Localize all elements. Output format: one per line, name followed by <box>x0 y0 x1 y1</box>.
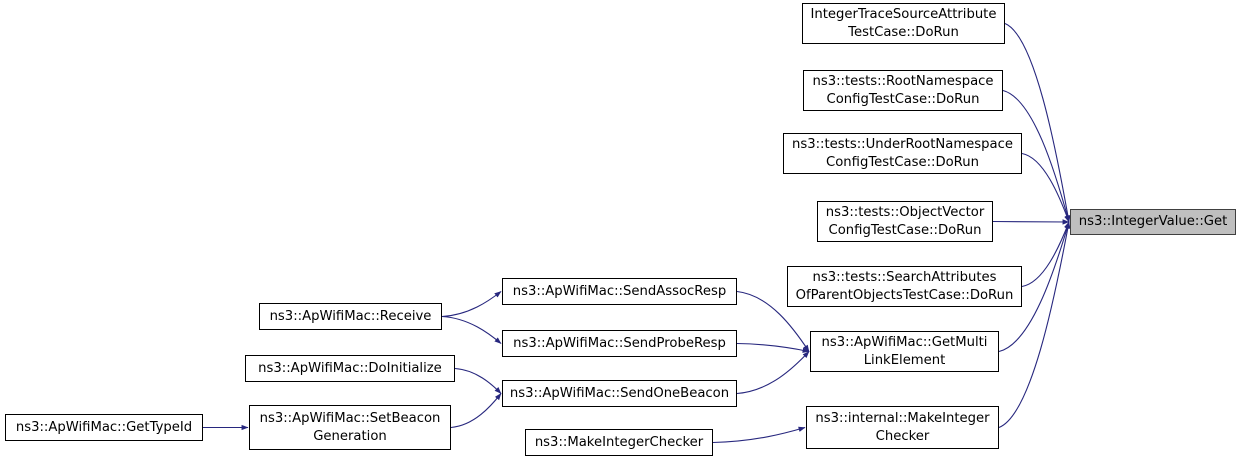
graph-edge-do_initialize-to-send_one_beacon <box>454 367 502 394</box>
graph-node-label: ns3::internal::MakeInteger Checker <box>815 411 990 444</box>
graph-node-object_vector_tc[interactable]: ns3::tests::ObjectVector ConfigTestCase:… <box>817 201 993 242</box>
graph-edge-set_beacon_gen-to-send_one_beacon <box>450 393 502 429</box>
graph-node-root_ns_testcase[interactable]: ns3::tests::RootNamespace ConfigTestCase… <box>803 70 1003 111</box>
graph-node-label: ns3::ApWifiMac::Receive <box>269 308 432 324</box>
graph-edge-search_attrs_tc-to-integer_value_get <box>1021 221 1070 288</box>
graph-node-under_root_testcase[interactable]: ns3::tests::UnderRootNamespace ConfigTes… <box>783 133 1022 174</box>
graph-node-its_attr_testcase[interactable]: IntegerTraceSourceAttribute TestCase::Do… <box>802 3 1005 44</box>
graph-edge-under_root_testcase-to-integer_value_get <box>1021 152 1070 223</box>
graph-edge-send_probe_resp-to-get_multi_link <box>736 342 810 353</box>
graph-edge-send_assoc_resp-to-get_multi_link <box>736 290 810 352</box>
graph-node-internal_mk_checker[interactable]: ns3::internal::MakeInteger Checker <box>806 406 999 449</box>
graph-node-search_attrs_tc[interactable]: ns3::tests::SearchAttributes OfParentObj… <box>787 266 1022 307</box>
graph-edge-make_integer_checker-to-internal_mk_checker <box>712 426 806 444</box>
graph-node-receive[interactable]: ns3::ApWifiMac::Receive <box>259 303 442 330</box>
graph-node-label: ns3::IntegerValue::Get <box>1078 214 1228 230</box>
graph-node-label: IntegerTraceSourceAttribute TestCase::Do… <box>810 7 997 40</box>
graph-node-label: ns3::ApWifiMac::SendOneBeacon <box>509 385 730 401</box>
graph-edge-send_one_beacon-to-get_multi_link <box>736 351 810 395</box>
graph-node-get_type_id[interactable]: ns3::ApWifiMac::GetTypeId <box>5 414 203 441</box>
graph-edge-root_ns_testcase-to-integer_value_get <box>1002 89 1070 223</box>
graph-node-label: ns3::tests::RootNamespace ConfigTestCase… <box>812 74 994 107</box>
graph-node-send_one_beacon[interactable]: ns3::ApWifiMac::SendOneBeacon <box>502 380 737 407</box>
graph-node-label: ns3::ApWifiMac::DoInitialize <box>258 360 442 376</box>
graph-node-integer_value_get[interactable]: ns3::IntegerValue::Get <box>1070 209 1236 235</box>
graph-node-make_integer_checker[interactable]: ns3::MakeIntegerChecker <box>525 429 713 456</box>
graph-edge-object_vector_tc-to-integer_value_get <box>992 219 1070 225</box>
graph-node-set_beacon_gen[interactable]: ns3::ApWifiMac::SetBeacon Generation <box>249 405 451 450</box>
graph-node-label: ns3::MakeIntegerChecker <box>534 434 704 450</box>
graph-node-label: ns3::ApWifiMac::GetTypeId <box>15 419 193 435</box>
graph-node-label: ns3::tests::UnderRootNamespace ConfigTes… <box>792 137 1013 170</box>
graph-node-label: ns3::ApWifiMac::SetBeacon Generation <box>259 411 441 444</box>
graph-node-label: ns3::tests::SearchAttributes OfParentObj… <box>795 270 1014 303</box>
graph-edge-receive-to-send_probe_resp <box>441 315 502 344</box>
graph-edge-get_multi_link-to-integer_value_get <box>998 221 1070 353</box>
graph-node-label: ns3::ApWifiMac::GetMulti LinkElement <box>821 335 988 368</box>
graph-node-label: ns3::tests::ObjectVector ConfigTestCase:… <box>825 205 985 238</box>
graph-edge-its_attr_testcase-to-integer_value_get <box>1004 22 1071 223</box>
graph-node-send_assoc_resp[interactable]: ns3::ApWifiMac::SendAssocResp <box>502 278 737 305</box>
graph-node-get_multi_link[interactable]: ns3::ApWifiMac::GetMulti LinkElement <box>810 331 999 372</box>
graph-node-send_probe_resp[interactable]: ns3::ApWifiMac::SendProbeResp <box>502 330 737 357</box>
graph-node-label: ns3::ApWifiMac::SendAssocResp <box>512 283 727 299</box>
graph-node-label: ns3::ApWifiMac::SendProbeResp <box>513 335 726 351</box>
graph-edge-receive-to-send_assoc_resp <box>441 291 502 318</box>
graph-edge-internal_mk_checker-to-integer_value_get <box>998 221 1071 429</box>
graph-node-do_initialize[interactable]: ns3::ApWifiMac::DoInitialize <box>245 355 455 382</box>
